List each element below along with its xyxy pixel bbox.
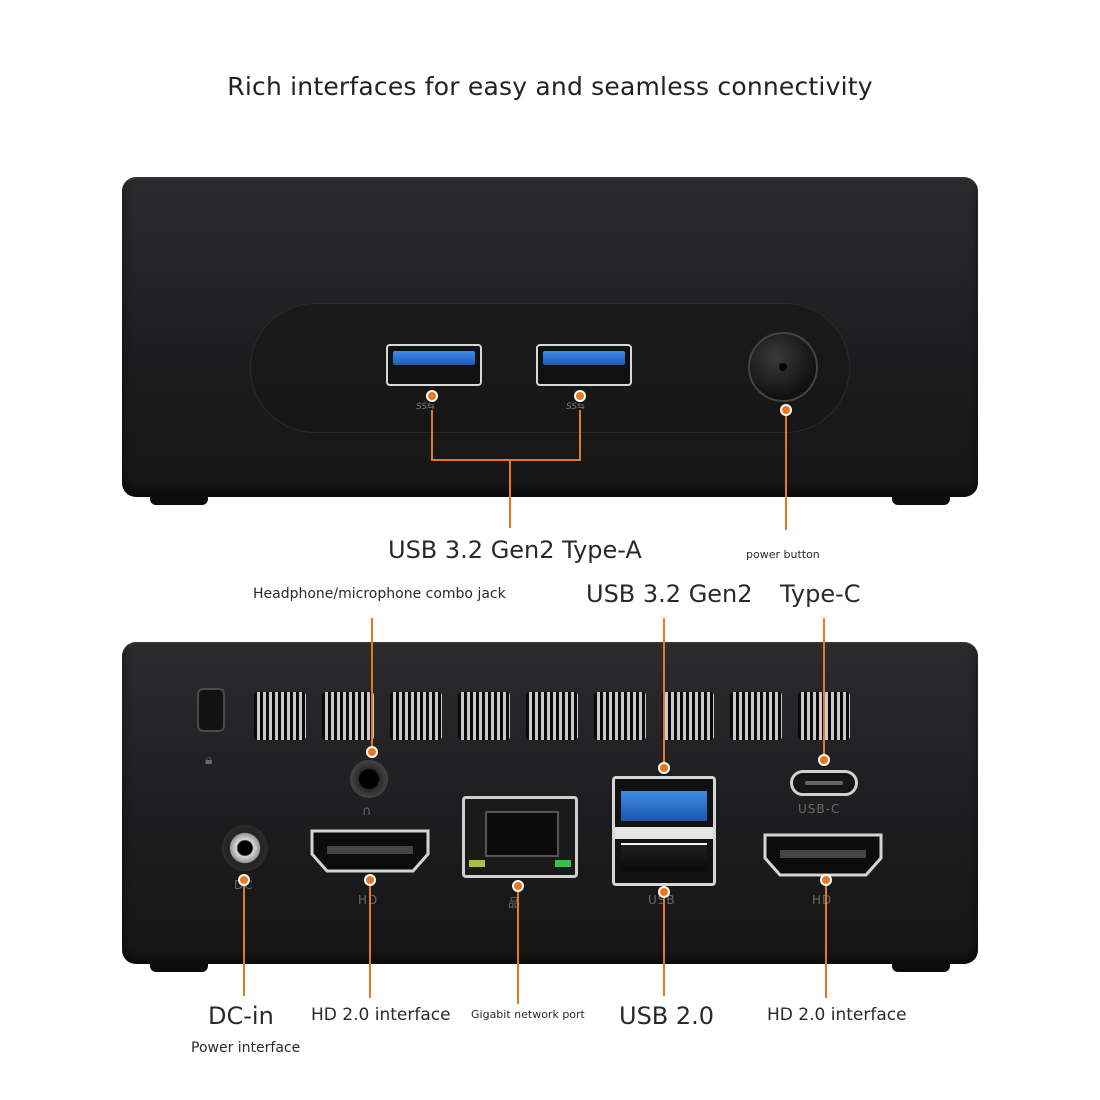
- label-typec: Type-C: [780, 580, 861, 608]
- dc-in-jack: [222, 825, 268, 871]
- kensington-lock-slot: [197, 688, 225, 732]
- front-foot-left: [150, 495, 208, 505]
- lock-icon: 🔒︎: [205, 752, 213, 768]
- usbc-silkscreen: USB-C: [798, 802, 841, 816]
- network-icon: 品: [508, 896, 521, 910]
- front-ss-mark-1: SS⇆: [416, 402, 435, 412]
- front-usb-a-port-2: [536, 344, 632, 386]
- power-button[interactable]: [748, 332, 818, 402]
- headphone-icon: ∩: [362, 804, 372, 819]
- vent-slot: [526, 692, 578, 740]
- audio-combo-jack: [350, 760, 388, 798]
- label-lan: Gigabit network port: [471, 1008, 585, 1021]
- usb-c-port: [790, 770, 858, 796]
- label-usb32: USB 3.2 Gen2: [586, 580, 753, 608]
- vent-slot: [798, 692, 850, 740]
- label-audio-jack: Headphone/microphone combo jack: [253, 586, 506, 602]
- label-dc-power: Power interface: [191, 1040, 301, 1056]
- vent-slot: [322, 692, 374, 740]
- label-power-button: power button: [746, 548, 820, 561]
- dc-silkscreen: DC: [234, 878, 254, 892]
- label-usb20: USB 2.0: [619, 1002, 715, 1030]
- rear-foot-right: [892, 962, 950, 972]
- vent-slot: [594, 692, 646, 740]
- front-usb-a-port-1: [386, 344, 482, 386]
- vent-slot: [390, 692, 442, 740]
- vent-slot: [662, 692, 714, 740]
- hd1-silkscreen: HD: [358, 893, 379, 907]
- headline: Rich interfaces for easy and seamless co…: [227, 72, 873, 101]
- usb-silkscreen: USB: [648, 893, 676, 907]
- label-dc-in: DC-in: [208, 1002, 274, 1030]
- front-ss-mark-2: SS⇆: [566, 402, 585, 412]
- label-hdmi1: HD 2.0 interface: [311, 1005, 451, 1025]
- front-foot-right: [892, 495, 950, 505]
- hdmi-port-2: [762, 832, 884, 878]
- vent-slot: [730, 692, 782, 740]
- label-hdmi2: HD 2.0 interface: [767, 1005, 907, 1025]
- label-usb-a: USB 3.2 Gen2 Type-A: [388, 536, 642, 564]
- hdmi-port-1: [309, 828, 431, 874]
- hd2-silkscreen: HD: [812, 893, 833, 907]
- vent-slot: [254, 692, 306, 740]
- dual-usb-port-stack: [612, 776, 716, 886]
- ethernet-port: [462, 796, 578, 878]
- rear-foot-left: [150, 962, 208, 972]
- vent-slot: [458, 692, 510, 740]
